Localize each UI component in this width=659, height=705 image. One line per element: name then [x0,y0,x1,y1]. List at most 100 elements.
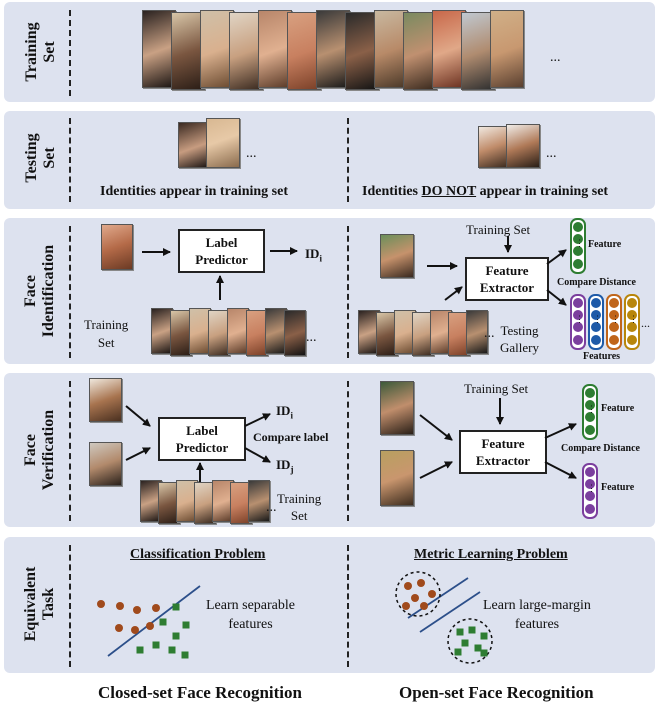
feature-dot [609,310,619,320]
id-testing-gallery-label: Testing Gallery [500,323,539,355]
id-features-label: Features [583,351,621,362]
ver-training-set-label: Training Set [277,491,322,523]
feature-dot [591,310,601,320]
class-a-point [420,602,428,610]
id-gallery-ellipsis: ... [484,326,495,341]
id-feature-extractor-box: Feature Extractor [465,257,549,301]
ver-feature-vector-bottom: ⋮ [582,463,598,519]
vector-ellipsis: ⋮ [587,404,596,414]
face-thumbnail [142,10,176,88]
class-b-point [461,639,469,647]
class-b-point [172,603,180,611]
id-training-set-top: Training Set [466,222,531,237]
metric-learning-title: Metric Learning Problem [414,547,568,562]
face-thumbnail [490,10,524,88]
arrow-id-gallery-to-extractor [444,286,463,301]
id-query-face [101,224,133,270]
id-compare-distance-label: Compare Distance [557,277,636,288]
ver-label-predictor-box: Label Predictor [158,417,246,461]
id-single-feature-vector: ⋮ [570,218,586,274]
id-output-label: IDi [305,246,322,264]
classification-desc: Learn separable features [206,598,295,632]
ver-id-j-label: IDj [276,457,294,475]
class-b-point [159,618,167,626]
arrow-ver-extractor-to-top [544,423,577,439]
id-vector-ellipsis: ... [641,316,650,330]
class-b-point [172,632,180,640]
face-thumbnail [200,10,234,88]
ver-compare-label: Compare label [253,430,329,444]
feature-dot [609,322,619,332]
class-b-point [480,632,488,640]
row-divider [69,118,71,202]
class-b-point [181,651,189,659]
arrow-id-extractor-to-features [546,289,567,306]
ver-training-ellipsis: ... [266,500,277,515]
feature-dot [627,310,637,320]
vector-ellipsis: ⋮ [587,483,596,493]
face-thumbnail [374,10,408,88]
feature-dot [573,335,583,345]
classification-separator-line [107,585,201,657]
feature-dot [585,400,595,410]
class-b-point [136,646,144,654]
feature-dot [627,298,637,308]
ver-open-face-1 [380,381,414,435]
class-b-point [168,646,176,654]
equivalent-task-panel [4,537,655,673]
column-divider [347,226,349,358]
id-training-ellipsis: ... [306,330,317,345]
arrow-ver-extractor-to-bottom [544,461,577,479]
arrow-ver-face1-to-predictor [125,405,151,427]
class-a-point [402,602,410,610]
test-closed-ellipsis: ... [246,146,257,161]
face-thumbnail [432,10,466,88]
vector-ellipsis: ⋮ [575,314,584,324]
row-divider [69,10,71,96]
ver-open-face-2 [380,450,414,506]
test-open-ellipsis: ... [546,146,557,161]
face-thumbnail [287,12,321,90]
vector-ellipsis: ⋮ [575,238,584,248]
metric-points [402,579,488,657]
row-divider [69,381,71,521]
class-b-point [468,626,476,634]
feature-dot [573,222,583,232]
training-ellipsis: ... [550,50,561,65]
feature-dot [573,246,583,256]
closed-set-title: Closed-set Face Recognition [98,683,302,702]
feature-dot [609,298,619,308]
feature-dot [585,388,595,398]
class-a-point [404,582,412,590]
face-thumbnail [466,310,488,354]
id-open-query-face [380,234,414,278]
ver-query-face-1 [89,378,122,422]
feature-dot [573,322,583,332]
class-a-point [417,579,425,587]
classification-points [97,600,190,659]
closed-set-caption: Identities appear in training set [100,184,288,199]
class-a-point [411,594,419,602]
id-gallery-vector-1: ⋮ [570,294,586,350]
class-b-point [480,649,488,657]
vector-ellipsis: ⋮ [593,314,602,324]
feature-dot [573,298,583,308]
ver-feature-vector-top: ⋮ [582,384,598,440]
arrow-ver-predictor-to-idj [244,447,271,463]
vector-ellipsis: ⋮ [611,314,620,324]
arrow-id-extractor-to-feature [546,249,567,265]
face-thumbnail [284,310,306,356]
id-gallery-vector-2: ⋮ [588,294,604,350]
metric-cluster-ring-2 [447,618,493,664]
class-b-point [182,621,190,629]
arrow-ver-open2-to-extractor [419,461,453,479]
feature-dot [627,322,637,332]
feature-dot [585,491,595,501]
class-a-point [131,626,139,634]
class-a-point [116,602,124,610]
test-face-open-2 [506,124,540,168]
feature-dot [591,298,601,308]
class-b-point [456,628,464,636]
feature-dot [585,504,595,514]
